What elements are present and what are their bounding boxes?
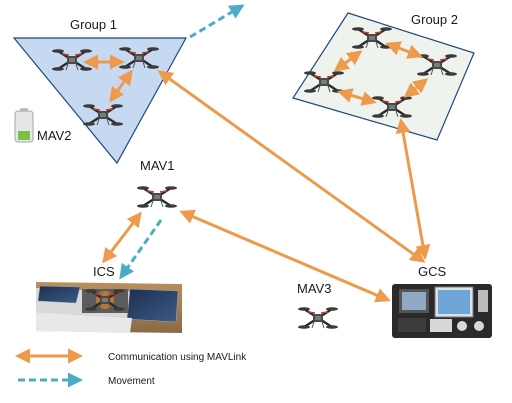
- group1-label: Group 1: [70, 17, 117, 32]
- group1-triangle: [12, 37, 188, 165]
- legend-movement-label: Movement: [108, 376, 155, 387]
- mav1-ics-communication-arrow: [102, 211, 142, 264]
- group2-link-arrow: [337, 88, 377, 106]
- mav2-label: MAV2: [37, 128, 71, 143]
- mav1-gcs-communication-arrow: [179, 209, 391, 303]
- group1-movement-arrow: [189, 4, 245, 39]
- legend-communication-label: Communication using MAVLink: [108, 352, 247, 363]
- ics-label: ICS: [93, 264, 115, 279]
- group2-link-arrow: [333, 50, 363, 72]
- group1-link-arrow: [109, 69, 133, 103]
- battery-icon: [14, 108, 34, 143]
- drone-icon: [135, 184, 179, 210]
- group2-link-arrow: [385, 41, 423, 59]
- gcs-label: GCS: [418, 264, 447, 279]
- mav1-ics-movement-arrow: [119, 219, 163, 280]
- legend: Communication using MAVLink Movement: [14, 348, 247, 388]
- mav1-label: MAV1: [140, 158, 174, 173]
- group2-link-arrow: [403, 78, 429, 98]
- ics-station-icon: [36, 282, 182, 333]
- group2-gcs-communication-arrow: [395, 118, 431, 260]
- drone-icon: [296, 306, 340, 330]
- gcs-console-icon: [392, 284, 492, 338]
- group2-label: Group 2: [411, 12, 458, 27]
- mav3-label: MAV3: [297, 281, 331, 296]
